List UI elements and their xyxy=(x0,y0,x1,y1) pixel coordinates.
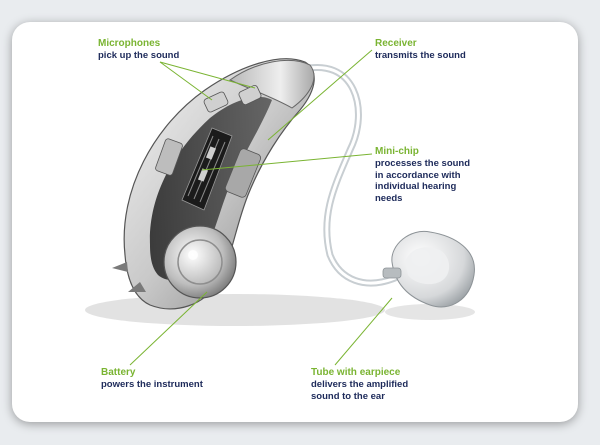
battery-description: powers the instrument xyxy=(101,379,203,390)
microphones-leader-line-2 xyxy=(159,61,256,89)
mini-chip-label: Mini-chip xyxy=(375,146,419,157)
mini-chip-description: processes the sound in accordance with i… xyxy=(375,158,471,204)
callout-tube-with-earpiece: Tube with earpiece delivers the amplifie… xyxy=(311,367,408,402)
tube-leader-line xyxy=(334,297,393,366)
callout-receiver: Receiver transmits the sound xyxy=(375,38,466,62)
earpiece xyxy=(382,230,475,308)
callout-battery: Battery powers the instrument xyxy=(101,367,203,391)
microphones-description: pick up the sound xyxy=(98,50,180,61)
tube-label: Tube with earpiece xyxy=(311,367,401,378)
tube-description: delivers the amplified sound to the ear xyxy=(311,379,409,402)
microphones-leader-line xyxy=(159,61,213,101)
battery xyxy=(163,225,237,299)
mini-chip xyxy=(181,127,233,211)
battery-leader-line xyxy=(129,291,208,366)
leader-lines xyxy=(129,49,393,366)
receiver-description: transmits the sound xyxy=(375,50,466,61)
hearing-aid-body xyxy=(112,58,315,310)
tube xyxy=(296,64,399,287)
microphones-label: Microphones xyxy=(98,38,161,49)
mini-chip-leader-line xyxy=(201,153,373,171)
battery-label: Battery xyxy=(101,367,136,378)
receiver-label: Receiver xyxy=(375,38,417,49)
receiver-leader-line xyxy=(267,49,373,141)
callout-mini-chip: Mini-chip processes the sound in accorda… xyxy=(375,146,470,204)
callout-microphones: Microphones pick up the sound xyxy=(98,38,179,62)
